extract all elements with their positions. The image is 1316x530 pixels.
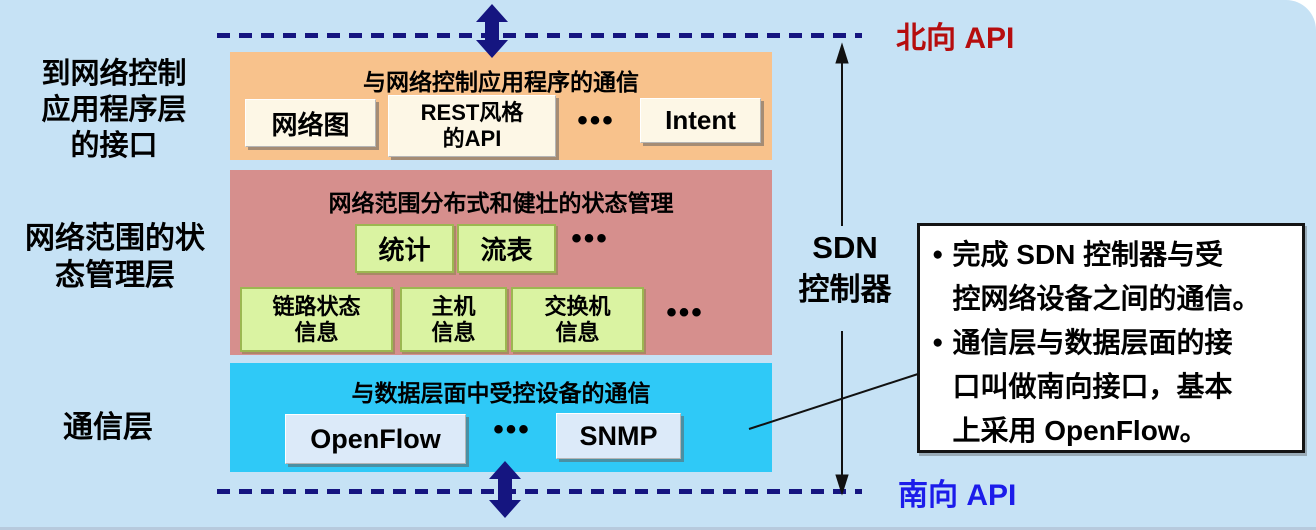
note-bullet-item: ● 通信层与数据层面的接 口叫做南向接口，基本 上采用 OpenFlow。 <box>932 321 1294 453</box>
northbound-api-label: 北向 API <box>896 22 1015 55</box>
chip-statistics: 统计 <box>355 224 454 273</box>
chip-switch-info: 交换机 信息 <box>511 287 644 352</box>
ellipsis-state-row1: ••• <box>571 222 609 255</box>
label-communication-layer: 通信层 <box>63 411 153 444</box>
note-bullet-item: ● 完成 SDN 控制器与受 控网络设备之间的通信。 <box>932 233 1294 321</box>
ellipsis-app-layer: ••• <box>577 104 615 137</box>
chip-snmp: SNMP <box>556 413 681 459</box>
note-box: ● 完成 SDN 控制器与受 控网络设备之间的通信。 ● 通信层与数据层面的接 … <box>917 223 1305 453</box>
comm-layer-title: 与数据层面中受控设备的通信 <box>351 380 651 406</box>
northbound-api-dashed-line <box>217 33 862 38</box>
label-state-management-layer: 网络范围的状 态管理层 <box>25 222 205 292</box>
chip-flow-table: 流表 <box>457 224 556 273</box>
bullet-icon: ● <box>932 332 944 353</box>
ellipsis-state-row2: ••• <box>666 296 704 329</box>
app-layer-title: 与网络控制应用程序的通信 <box>363 69 639 95</box>
chip-openflow: OpenFlow <box>285 414 466 464</box>
slide-bottom-edge <box>0 527 1316 530</box>
chip-rest-api: REST风格 的API <box>388 95 556 157</box>
note-bullet-text: 通信层与数据层面的接 口叫做南向接口，基本 上采用 OpenFlow。 <box>952 327 1233 446</box>
southbound-api-dashed-line <box>217 489 862 494</box>
southbound-api-label: 南向 API <box>898 479 1017 512</box>
chip-link-state-info: 链路状态 信息 <box>240 287 393 352</box>
sdn-controller-label: SDN 控制器 <box>798 230 892 307</box>
ellipsis-comm-layer: ••• <box>493 413 531 446</box>
bullet-icon: ● <box>932 244 944 265</box>
state-layer-title: 网络范围分布式和健壮的状态管理 <box>328 190 674 216</box>
label-app-interface-layer: 到网络控制 应用程序层 的接口 <box>41 58 187 162</box>
chip-network-map: 网络图 <box>245 99 376 147</box>
note-bullet-text: 完成 SDN 控制器与受 控网络设备之间的通信。 <box>952 239 1261 314</box>
north-double-arrow-icon <box>476 4 508 58</box>
callout-line <box>748 373 919 430</box>
chip-intent: Intent <box>640 98 761 143</box>
chip-host-info: 主机 信息 <box>400 287 507 352</box>
